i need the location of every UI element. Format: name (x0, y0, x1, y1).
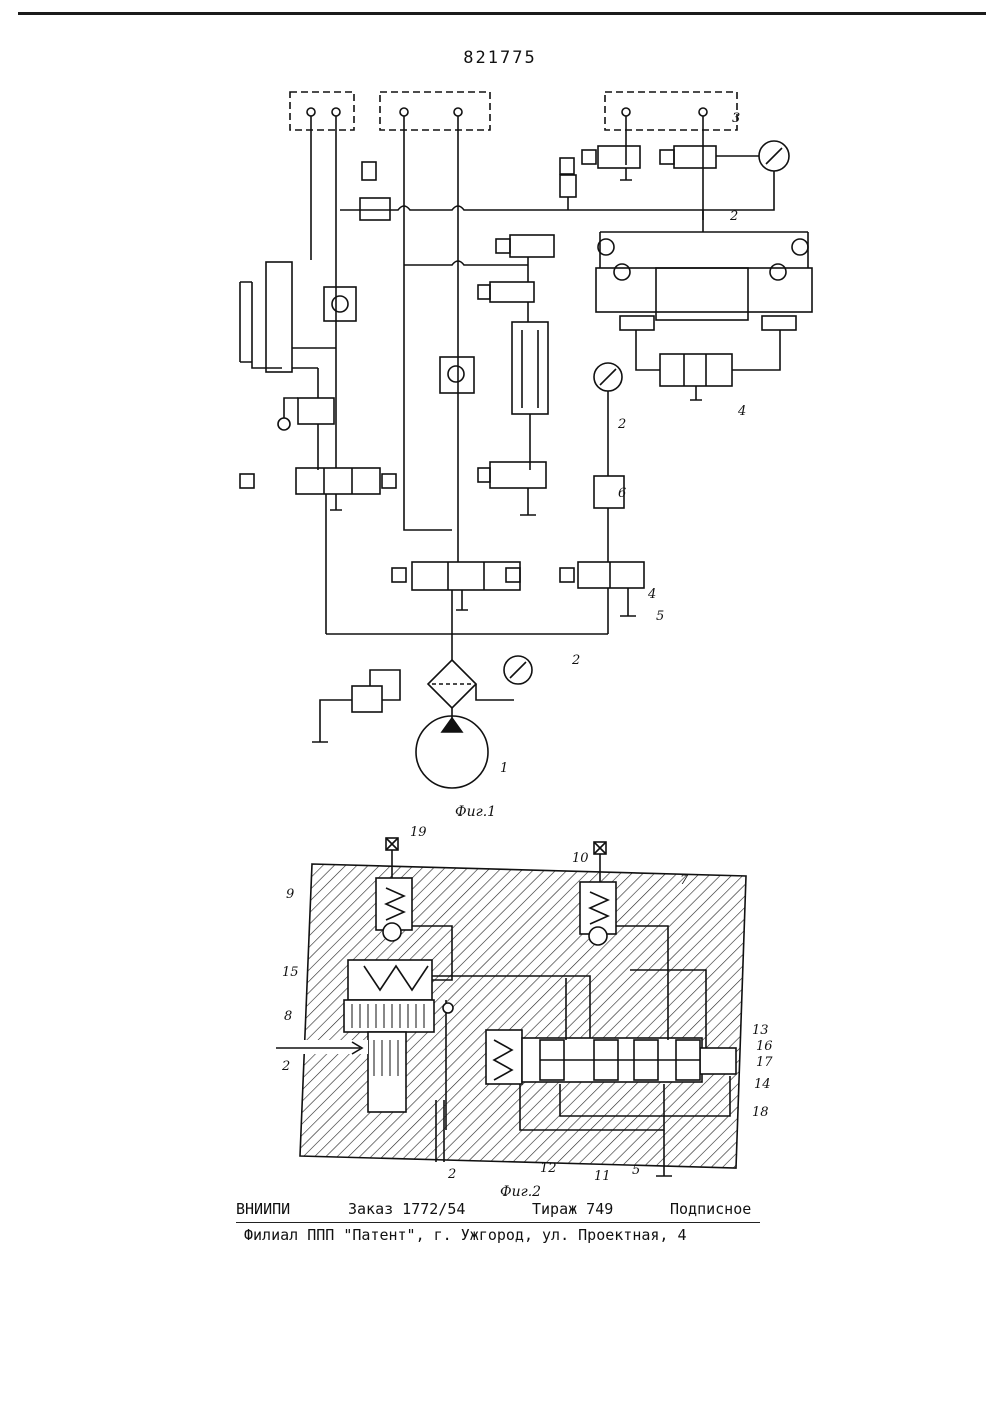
label-11: 11 (594, 1169, 611, 1184)
label-14: 14 (754, 1077, 771, 1092)
label-15: 15 (282, 965, 299, 980)
imprint-org: ВНИИПИ (236, 1200, 290, 1218)
label-18: 18 (752, 1105, 769, 1120)
label-2b: 2 (617, 417, 626, 432)
imprint-subscription: Подписное (670, 1200, 751, 1218)
imprint-circulation: Тираж 749 (532, 1200, 613, 1218)
label-5-fig2: 5 (632, 1163, 640, 1178)
label-1: 1 (500, 761, 508, 776)
directional-valve-left (296, 468, 380, 494)
label-10: 10 (572, 851, 589, 866)
label-8: 8 (284, 1009, 292, 1024)
measuring-column (512, 322, 548, 414)
label-2c: 2 (571, 653, 580, 668)
label-4b: 4 (647, 587, 656, 602)
label-13: 13 (752, 1023, 769, 1038)
label-6: 6 (618, 486, 626, 501)
label-9: 9 (286, 887, 294, 902)
hydraulic-cylinder (596, 268, 812, 312)
label-5: 5 (656, 609, 664, 624)
label-2-outlet: 2 (447, 1167, 456, 1182)
imprint-branch-line: Филиал ППП "Патент", г. Ужгород, ул. Про… (236, 1226, 776, 1246)
imprint-divider (236, 1222, 760, 1223)
proportional-valve-5 (578, 562, 644, 588)
label-17: 17 (756, 1055, 773, 1070)
level-cylinder (266, 262, 292, 372)
label-7: 7 (680, 873, 689, 888)
label-12: 12 (540, 1161, 557, 1176)
label-2a: 2 (729, 209, 738, 224)
imprint-order: Заказ 1772/54 (348, 1200, 465, 1218)
imprint-branch: Филиал ППП "Патент", г. Ужгород, ул. Про… (244, 1226, 687, 1244)
label-19: 19 (410, 825, 427, 840)
unit-box-middle (380, 92, 490, 130)
directional-valve-main (412, 562, 520, 590)
label-3: 3 (732, 111, 740, 126)
figure-1-schematic (240, 92, 812, 788)
fig1-caption: Фиг.1 (455, 804, 496, 820)
label-16: 16 (756, 1039, 773, 1054)
servo-valve-4 (660, 354, 732, 386)
unit-box-left (290, 92, 354, 130)
label-2-inlet: 2 (281, 1059, 290, 1074)
figure-2-section (270, 838, 746, 1176)
unit-box-3 (605, 92, 737, 130)
fig2-caption: Фиг.2 (500, 1184, 541, 1200)
imprint-line: ВНИИПИ Заказ 1772/54 Тираж 749 Подписное (236, 1200, 776, 1220)
label-4a: 4 (737, 404, 746, 419)
